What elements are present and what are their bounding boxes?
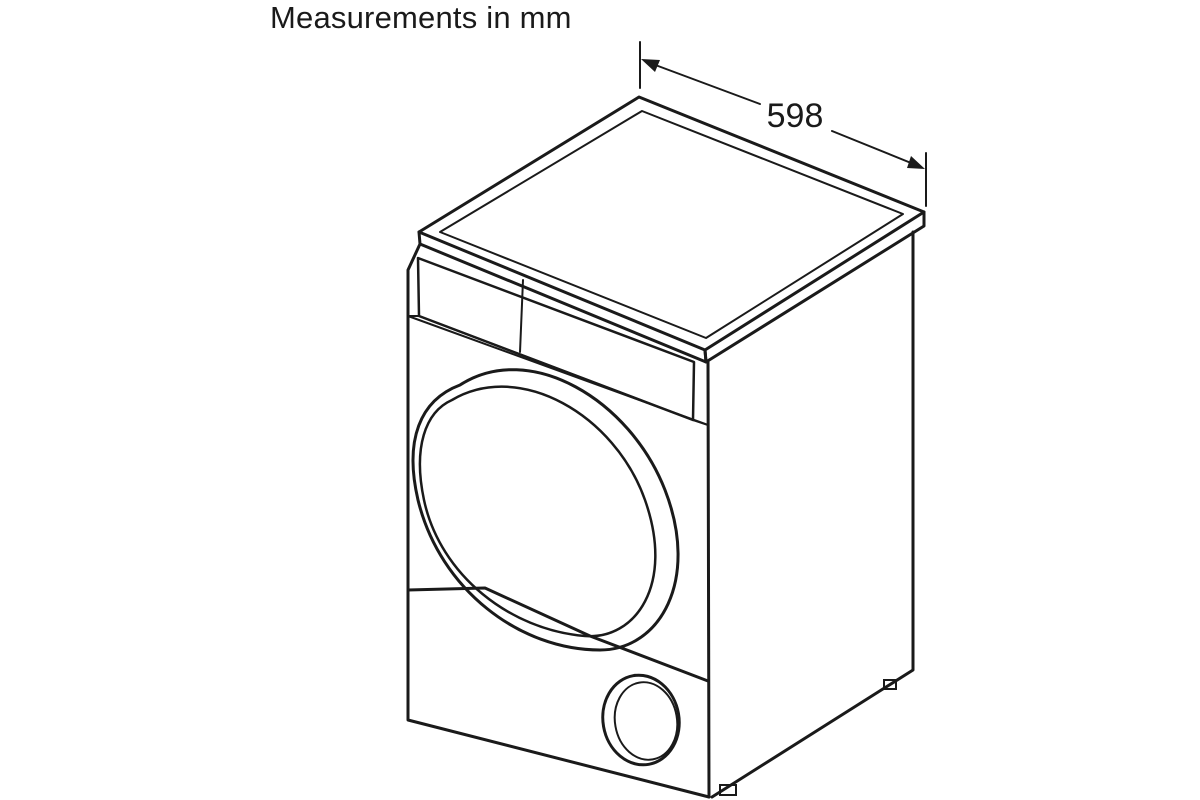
top-panel (417, 95, 926, 352)
front-lip (417, 230, 708, 364)
control-panel-bottom-edge (407, 315, 709, 426)
arrowhead-right-icon (907, 156, 925, 169)
foot-rear-right (883, 679, 897, 690)
door-outer-ring (411, 368, 680, 652)
front-left-edge (406, 242, 711, 799)
filter-hatch-inner (613, 681, 679, 761)
plinth-top-edge (406, 586, 710, 683)
appliance-drawing (406, 95, 926, 799)
dimension-line-left (649, 62, 761, 105)
top-panel-inner-edge (439, 110, 904, 339)
diagram-title: Measurements in mm (270, 0, 572, 35)
side-panel-outline (710, 230, 915, 799)
door-inner-ring (418, 385, 657, 638)
foot-front-right (719, 784, 737, 796)
door (411, 368, 680, 652)
filter-hatch (601, 673, 681, 767)
width-label: 598 (767, 97, 824, 135)
front-side-edge (706, 360, 711, 799)
arrowhead-left-icon (641, 59, 660, 72)
dimension-line-right (831, 130, 917, 166)
side-lip (703, 210, 926, 364)
width-dimension: 598 (639, 41, 927, 207)
control-panel-divider (519, 279, 524, 353)
